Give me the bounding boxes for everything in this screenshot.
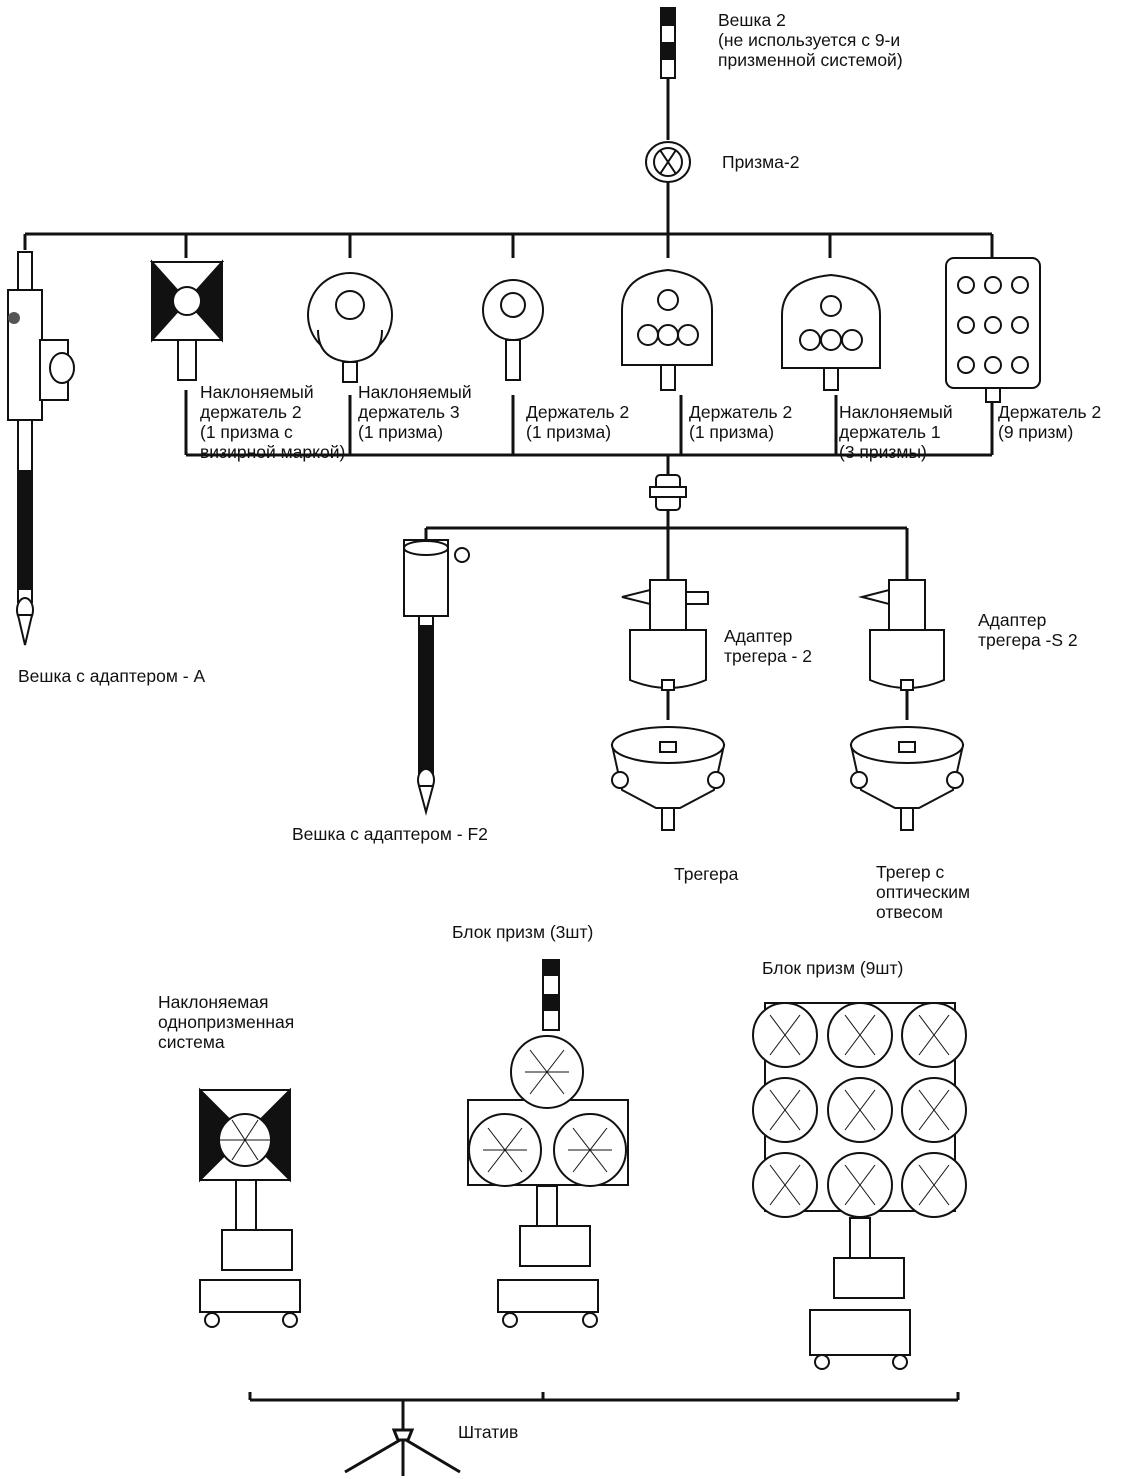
pole-adapter-f2-icon <box>403 539 470 816</box>
holder-2-triple-icon <box>621 268 713 391</box>
label-pole-adapter-a: Вешка с адаптером - A <box>18 666 206 686</box>
label-tilt-holder-3: Наклоняемый держатель 3 (1 призма) <box>358 382 472 442</box>
tripod-icon <box>344 1428 461 1476</box>
label-tribrach-adapter-2: Адаптер трегера - 2 <box>724 626 812 666</box>
tribrach-icon <box>610 726 726 831</box>
label-tripod: Штатив <box>458 1422 519 1442</box>
label-prism-block-3: Блок призм (3шт) <box>452 922 594 942</box>
tilt-holder-3-icon <box>307 272 393 383</box>
label-tilt-holder-2: Наклоняемый держатель 2 (1 призма с визи… <box>200 382 346 462</box>
tribrach-adapter-2-icon <box>621 579 709 691</box>
pole-adapter-a-icon <box>7 251 75 646</box>
prism-2-icon <box>645 141 691 183</box>
label-tribrach-adapter-s2: Адаптер трегера -S 2 <box>978 610 1078 650</box>
label-holder-2-a: Держатель 2 (1 призма) <box>526 402 630 442</box>
label-tilt-single-system: Наклоняемая однопризменная система <box>158 992 295 1052</box>
tilt-holder-2-icon <box>149 259 225 381</box>
prism-block-3-icon <box>467 959 629 1328</box>
holder-2-nine-icon <box>945 257 1041 403</box>
adapter-connector-icon <box>649 474 687 511</box>
tilt-holder-1-icon <box>781 273 881 391</box>
tribrach-adapter-s2-icon <box>858 579 945 691</box>
label-tilt-holder-1: Наклоняемый держатель 1 (3 призмы) <box>839 402 953 462</box>
tilt-single-system-icon <box>199 1087 301 1328</box>
label-pole-adapter-f2: Вешка с адаптером - F2 <box>292 824 488 844</box>
label-pole-2: Вешка 2 (не используется с 9-и призменно… <box>718 10 903 70</box>
prism-block-9-icon <box>752 1002 967 1370</box>
holder-2-single-icon <box>482 279 544 381</box>
label-holder-2-9: Держатель 2 (9 призм) <box>998 402 1102 442</box>
label-prism-2: Призма-2 <box>722 152 800 172</box>
tribrach-optical-icon <box>849 726 965 831</box>
label-prism-block-9: Блок призм (9шт) <box>762 958 904 978</box>
label-tribrach: Трегера <box>674 864 739 884</box>
label-holder-2-b: Держатель 2 (1 призма) <box>689 402 793 442</box>
label-tribrach-optical: Трегер с оптическим отвесом <box>876 862 971 922</box>
pole-2-icon <box>660 7 676 79</box>
connector-lines <box>23 78 994 1430</box>
